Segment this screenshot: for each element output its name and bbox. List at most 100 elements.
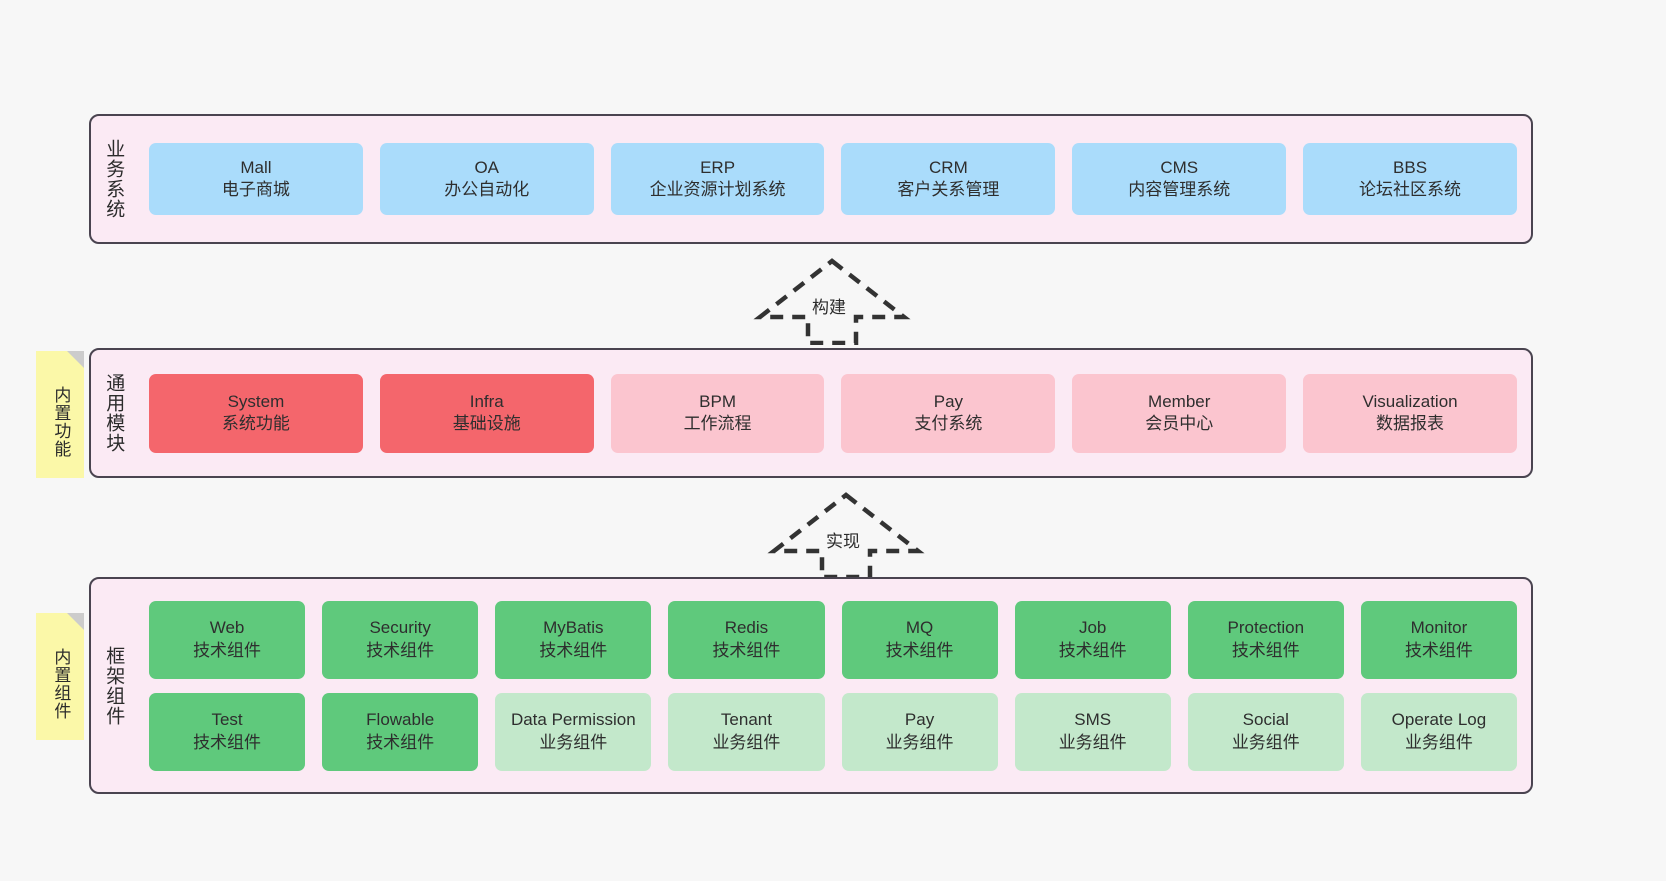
card-title-en: Social: [1242, 710, 1289, 730]
card-security[interactable]: Security 技术组件: [322, 600, 479, 679]
card-title-cn: 技术组件: [366, 640, 435, 660]
card-title-en: CRM: [929, 157, 968, 177]
card-data-permission[interactable]: Data Permission 业务组件: [495, 692, 652, 771]
card-title-cn: 客户关系管理: [897, 180, 1000, 199]
card-monitor[interactable]: Monitor 技术组件: [1360, 600, 1517, 679]
card-mq[interactable]: MQ 技术组件: [841, 600, 998, 679]
section-framework-component: 框架组件 Web 技术组件 Security 技术组件 MyBatis 技术组件…: [89, 577, 1533, 794]
card-test[interactable]: Test 技术组件: [149, 692, 306, 771]
note-label: 内置功能: [51, 385, 71, 458]
card-title-en: ERP: [700, 157, 736, 177]
card-title-cn: 内容管理系统: [1128, 180, 1231, 199]
card-row: Mall 电子商城 OA 办公自动化 ERP 企业资源计划系统 CRM 客户关系…: [149, 143, 1517, 215]
card-title-cn: 论坛社区系统: [1359, 180, 1462, 199]
card-title-en: Flowable: [366, 710, 435, 730]
card-social[interactable]: Social 业务组件: [1187, 692, 1344, 771]
card-web[interactable]: Web 技术组件: [149, 600, 306, 679]
card-tenant[interactable]: Tenant 业务组件: [668, 692, 825, 771]
card-title-en: Pay: [933, 391, 964, 411]
card-title-cn: 业务组件: [539, 732, 608, 752]
card-title-cn: 电子商城: [221, 180, 290, 199]
card-title-en: MyBatis: [543, 618, 604, 638]
note-builtin-component: 内置组件: [36, 613, 84, 740]
card-title-cn: 业务组件: [1058, 732, 1127, 752]
card-title-cn: 技术组件: [366, 732, 435, 752]
card-title-en: Monitor: [1410, 618, 1468, 638]
card-protection[interactable]: Protection 技术组件: [1187, 600, 1344, 679]
card-title-cn: 数据报表: [1376, 414, 1445, 433]
note-label: 内置组件: [51, 647, 71, 720]
card-infra[interactable]: Infra 基础设施: [379, 373, 594, 453]
card-title-cn: 技术组件: [539, 640, 608, 660]
card-title-cn: 业务组件: [885, 732, 954, 752]
section-title-business-system: 业务系统: [103, 139, 125, 219]
card-title-en: MQ: [905, 618, 934, 638]
card-bbs[interactable]: BBS 论坛社区系统: [1303, 143, 1517, 215]
card-title-en: Member: [1148, 391, 1211, 411]
card-title-en: BPM: [699, 391, 736, 411]
card-title-en: OA: [474, 157, 500, 177]
card-visualization[interactable]: Visualization 数据报表: [1303, 373, 1517, 453]
card-member[interactable]: Member 会员中心: [1072, 373, 1287, 453]
card-title-cn: 技术组件: [1058, 640, 1127, 660]
card-crm[interactable]: CRM 客户关系管理: [841, 143, 1056, 215]
card-title-cn: 技术组件: [1404, 640, 1473, 660]
section-body-business-system: Mall 电子商城 OA 办公自动化 ERP 企业资源计划系统 CRM 客户关系…: [135, 116, 1531, 242]
card-title-en: Infra: [469, 391, 504, 411]
card-mall[interactable]: Mall 电子商城: [149, 143, 363, 215]
card-title-cn: 技术组件: [712, 640, 781, 660]
card-title-cn: 技术组件: [193, 732, 262, 752]
card-title-en: Operate Log: [1391, 710, 1487, 730]
section-business-system: 业务系统 Mall 电子商城 OA 办公自动化 ERP 企业资源计划系统 CRM…: [89, 114, 1533, 244]
card-title-en: Visualization: [1362, 391, 1458, 411]
card-title-cn: 业务组件: [1404, 732, 1473, 752]
section-title-framework-component: 框架组件: [103, 645, 125, 726]
card-title-en: Web: [209, 618, 245, 638]
card-title-en: Test: [211, 710, 243, 730]
card-title-en: Job: [1078, 618, 1107, 638]
card-title-cn: 基础设施: [452, 414, 521, 433]
card-row-business: Test 技术组件 Flowable 技术组件 Data Permission …: [149, 692, 1517, 771]
card-title-cn: 工作流程: [683, 414, 752, 433]
card-title-cn: 业务组件: [1231, 732, 1300, 752]
section-body-common-module: System 系统功能 Infra 基础设施 BPM 工作流程 Pay 支付系统…: [135, 350, 1531, 476]
card-title-en: Redis: [724, 618, 769, 638]
card-bpm[interactable]: BPM 工作流程: [610, 373, 825, 453]
section-common-module: 通用模块 System 系统功能 Infra 基础设施 BPM 工作流程 Pay…: [89, 348, 1533, 478]
card-title-en: CMS: [1160, 157, 1199, 177]
card-mybatis[interactable]: MyBatis 技术组件: [495, 600, 652, 679]
card-pay[interactable]: Pay 支付系统: [841, 373, 1056, 453]
card-title-cn: 业务组件: [712, 732, 781, 752]
card-title-cn: 会员中心: [1145, 414, 1214, 433]
card-title-en: Mall: [240, 157, 272, 177]
card-title-en: BBS: [1393, 157, 1428, 177]
card-row-tech: Web 技术组件 Security 技术组件 MyBatis 技术组件 Redi…: [149, 600, 1517, 679]
card-job[interactable]: Job 技术组件: [1014, 600, 1171, 679]
card-title-en: Pay: [904, 710, 935, 730]
card-title-cn: 办公自动化: [444, 180, 530, 199]
card-flowable[interactable]: Flowable 技术组件: [322, 692, 479, 771]
card-title-en: Tenant: [720, 710, 772, 730]
card-cms[interactable]: CMS 内容管理系统: [1072, 143, 1287, 215]
card-title-cn: 技术组件: [885, 640, 954, 660]
card-sms[interactable]: SMS 业务组件: [1014, 692, 1171, 771]
card-title-cn: 支付系统: [914, 414, 983, 433]
arrow-build-label: 构建: [812, 298, 846, 317]
card-oa[interactable]: OA 办公自动化: [379, 143, 594, 215]
card-row: System 系统功能 Infra 基础设施 BPM 工作流程 Pay 支付系统…: [149, 373, 1517, 453]
card-redis[interactable]: Redis 技术组件: [668, 600, 825, 679]
card-pay-business[interactable]: Pay 业务组件: [841, 692, 998, 771]
card-title-en: Protection: [1227, 618, 1305, 638]
card-title-en: SMS: [1074, 710, 1112, 730]
card-operate-log[interactable]: Operate Log 业务组件: [1360, 692, 1517, 771]
card-title-en: Data Permission: [510, 710, 636, 730]
section-body-framework-component: Web 技术组件 Security 技术组件 MyBatis 技术组件 Redi…: [135, 579, 1531, 792]
card-erp[interactable]: ERP 企业资源计划系统: [610, 143, 825, 215]
note-builtin-function: 内置功能: [36, 351, 84, 478]
card-system[interactable]: System 系统功能: [149, 373, 363, 453]
card-title-cn: 技术组件: [1231, 640, 1300, 660]
section-title-common-module: 通用模块: [103, 373, 125, 453]
card-title-cn: 企业资源计划系统: [649, 180, 786, 199]
arrow-implement-label: 实现: [826, 532, 860, 551]
